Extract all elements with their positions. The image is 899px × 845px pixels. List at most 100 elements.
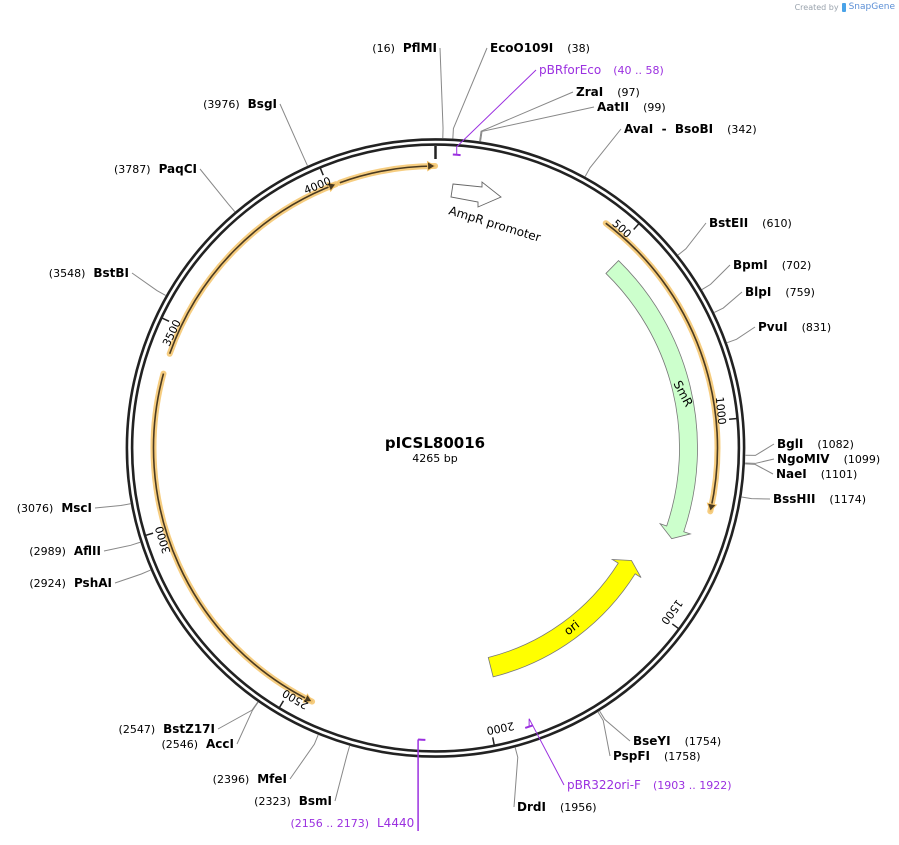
enzyme-name: NaeI xyxy=(776,467,807,481)
enzyme-name: AatII xyxy=(597,100,629,114)
enzyme-position: (2989) xyxy=(29,545,66,558)
primer-layer: pBRforEco(40 .. 58) pBR322ori-F(1903 .. 1… xyxy=(290,63,732,831)
enzyme-position: (759) xyxy=(785,286,815,299)
orf-arrow[interactable] xyxy=(336,160,439,186)
orf-layer xyxy=(150,160,721,705)
restriction-site[interactable]: MscI (3076) xyxy=(17,501,131,515)
restriction-site[interactable]: EcoO109I (38) xyxy=(452,41,590,139)
snapgene-credit: Created by SnapGene xyxy=(795,2,895,12)
restriction-site[interactable]: PshAI (2924) xyxy=(29,569,151,590)
enzyme-position: (2323) xyxy=(254,795,291,808)
restriction-site[interactable]: BsmI (2323) xyxy=(254,745,351,808)
feature-label: AmpR promoter xyxy=(447,203,542,244)
restriction-site[interactable]: PspFI (1758) xyxy=(597,711,701,763)
feature-ori[interactable]: ori xyxy=(487,558,642,678)
tick-mark xyxy=(633,223,640,230)
enzyme-position: (1174) xyxy=(829,493,866,506)
restriction-site[interactable]: PvuI (831) xyxy=(726,320,832,344)
enzyme-name: MfeI xyxy=(257,772,287,786)
orf-arrow[interactable] xyxy=(602,220,721,515)
restriction-site[interactable]: BstEII(610) xyxy=(677,216,792,256)
restriction-site[interactable]: BstBI(3548) xyxy=(49,266,166,296)
restriction-site[interactable]: BssHII (1174) xyxy=(741,492,866,506)
enzyme-name: BglI xyxy=(777,437,803,451)
orf-arrow[interactable] xyxy=(150,370,316,705)
enzyme-position: (2546) xyxy=(161,738,198,751)
enzyme-position: (38) xyxy=(567,42,590,55)
tick-label: 1000 xyxy=(713,396,729,425)
primer-pbr322ori-f[interactable]: pBR322ori-F(1903 .. 1922) xyxy=(524,718,732,792)
orf-arrow[interactable] xyxy=(166,181,339,357)
enzyme-position: (2547) xyxy=(119,723,156,736)
tick-label: 2000 xyxy=(485,719,515,737)
primer-name: L4440 xyxy=(377,816,414,830)
restriction-site[interactable]: MfeI (2396) xyxy=(213,734,319,786)
enzyme-name: AflII xyxy=(74,544,101,558)
enzyme-position: (3976) xyxy=(203,98,240,111)
snapgene-logo-icon xyxy=(841,2,846,12)
credit-brand: SnapGene xyxy=(848,2,895,12)
enzyme-name: BsmI xyxy=(299,794,332,808)
plasmid-name: pICSL80016 xyxy=(385,434,485,452)
primer-pbrforeco[interactable]: pBRforEco(40 .. 58) xyxy=(452,63,664,157)
enzyme-name: BseYI xyxy=(633,734,671,748)
tick-mark xyxy=(145,532,154,537)
restriction-site[interactable]: PflMI(16) xyxy=(372,41,444,139)
enzyme-name: PvuI xyxy=(758,320,788,334)
primer-range: (1903 .. 1922) xyxy=(653,779,732,792)
restriction-site[interactable]: BstZ17I (2547) xyxy=(119,701,259,736)
enzyme-name: PspFI xyxy=(613,749,650,763)
enzyme-name: BstBI xyxy=(93,266,129,280)
credit-created-by: Created by xyxy=(794,2,839,12)
enzyme-name: BsgI xyxy=(248,97,277,111)
primer-range: (2156 .. 2173) xyxy=(290,817,369,830)
enzyme-position: (3787) xyxy=(114,163,151,176)
enzyme-name: BlpI xyxy=(745,285,771,299)
tick-mark xyxy=(729,417,738,421)
enzyme-position: (1754) xyxy=(685,735,722,748)
restriction-site[interactable]: BlpI (759) xyxy=(714,285,815,313)
enzyme-name: BstEII xyxy=(709,216,748,230)
enzyme-position: (831) xyxy=(802,321,832,334)
enzyme-name: MscI xyxy=(61,501,92,515)
enzyme-name: BstZ17I xyxy=(163,722,215,736)
enzyme-position: (3076) xyxy=(17,502,54,515)
tick-label: 1500 xyxy=(658,597,685,627)
enzyme-name: BssHII xyxy=(773,492,815,506)
enzyme-name: AvaI - BsoBI xyxy=(624,122,713,136)
tick-label: 500 xyxy=(609,217,633,241)
tick-mark xyxy=(491,737,496,746)
enzyme-position: (1758) xyxy=(664,750,701,763)
tick-mark xyxy=(319,167,324,176)
restriction-site[interactable]: NaeI(1101) xyxy=(745,463,857,481)
enzyme-name: PaqCI xyxy=(159,162,197,176)
restriction-site[interactable]: BseYI (1754) xyxy=(599,710,722,748)
restriction-site[interactable]: DrdI(1956) xyxy=(513,747,597,814)
primer-l4440[interactable]: L4440 (2156 .. 2173) xyxy=(290,738,426,831)
restriction-site[interactable]: AflII (2989) xyxy=(29,541,141,558)
enzyme-position: (2924) xyxy=(29,577,66,590)
enzyme-name: BpmI xyxy=(733,258,768,272)
plasmid-length: 4265 bp xyxy=(412,452,457,465)
enzyme-position: (702) xyxy=(782,259,812,272)
restriction-site[interactable]: AatII (99) xyxy=(480,100,666,142)
restriction-site[interactable]: NgoMIV (1099) xyxy=(745,452,880,466)
restriction-site[interactable]: BglI(1082) xyxy=(745,437,854,456)
enzyme-name: PshAI xyxy=(74,576,112,590)
enzyme-position: (1099) xyxy=(844,453,881,466)
restriction-site[interactable]: BsgI (3976) xyxy=(203,97,308,166)
restriction-site[interactable]: ZraI(97) xyxy=(479,85,640,142)
feature-ampr-promoter[interactable]: AmpR promoter xyxy=(447,181,542,245)
enzyme-position: (2396) xyxy=(213,773,250,786)
primer-range: (40 .. 58) xyxy=(613,64,664,77)
enzyme-name: EcoO109I xyxy=(490,41,553,55)
enzyme-name: NgoMIV xyxy=(777,452,830,466)
feature-smr[interactable]: SmR xyxy=(605,259,698,540)
enzyme-position: (99) xyxy=(643,101,666,114)
plasmid-backbone[interactable] xyxy=(125,138,746,758)
enzyme-name: PflMI xyxy=(403,41,437,55)
restriction-site[interactable]: AvaI - BsoBI(342) xyxy=(584,122,757,177)
restriction-site[interactable]: BpmI (702) xyxy=(701,258,812,290)
restriction-site[interactable]: PaqCI (3787) xyxy=(114,162,236,213)
